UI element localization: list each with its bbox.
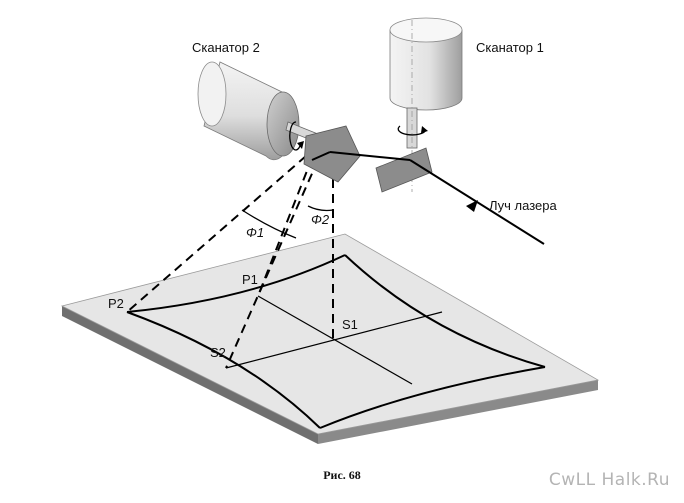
scan-field — [126, 254, 546, 429]
laser-direction-arrow-icon — [466, 200, 478, 212]
rotation-arrow-icon — [397, 125, 427, 136]
phi1-label: Φ1 — [246, 225, 265, 240]
scanner-1-label: Сканатор 1 — [476, 40, 544, 55]
s1-label: S1 — [342, 317, 358, 332]
scanner-2 — [197, 61, 361, 183]
work-plate — [60, 233, 600, 444]
phi1-arc — [241, 209, 297, 239]
field-edge-right — [344, 254, 546, 368]
scanner-2-back — [197, 61, 227, 127]
phi2-label: Φ2 — [311, 212, 330, 227]
field-grid — [225, 295, 443, 385]
field-edge-left — [126, 311, 321, 429]
angle-arcs — [241, 205, 334, 239]
mirror-1 — [375, 147, 433, 193]
beam-to-s2 — [225, 159, 319, 369]
beam-to-p2 — [126, 155, 307, 313]
beam-projections — [126, 155, 334, 369]
phi2-arc — [307, 205, 334, 212]
plate-side-front — [62, 306, 318, 444]
scanner-1-body — [389, 29, 463, 111]
scanner-1 — [375, 17, 463, 193]
scanner-2-front — [266, 91, 300, 157]
field-edge-top — [126, 254, 346, 313]
scanner-1-top — [389, 17, 463, 43]
grid-line-diag-2 — [225, 311, 443, 369]
laser-beam-down — [311, 151, 331, 161]
rotation-arrowhead — [421, 126, 428, 133]
watermark: CwLL Halk.Ru — [548, 470, 670, 490]
p1-label: P1 — [242, 272, 258, 287]
figure-caption: Рис. 68 — [323, 468, 361, 482]
s2-label: S2 — [210, 345, 226, 360]
rotation-arrowhead — [297, 141, 304, 149]
field-edge-bottom — [319, 366, 546, 429]
laser-beam-between-mirrors — [329, 151, 411, 161]
plate-side-right — [318, 380, 598, 444]
rotation-arrow-icon — [289, 121, 301, 151]
laser-beam-label: Луч лазера — [489, 198, 557, 213]
scanner-2-label: Сканатор 2 — [192, 40, 260, 55]
p2-label: P2 — [108, 296, 124, 311]
mirror-2 — [303, 125, 361, 183]
